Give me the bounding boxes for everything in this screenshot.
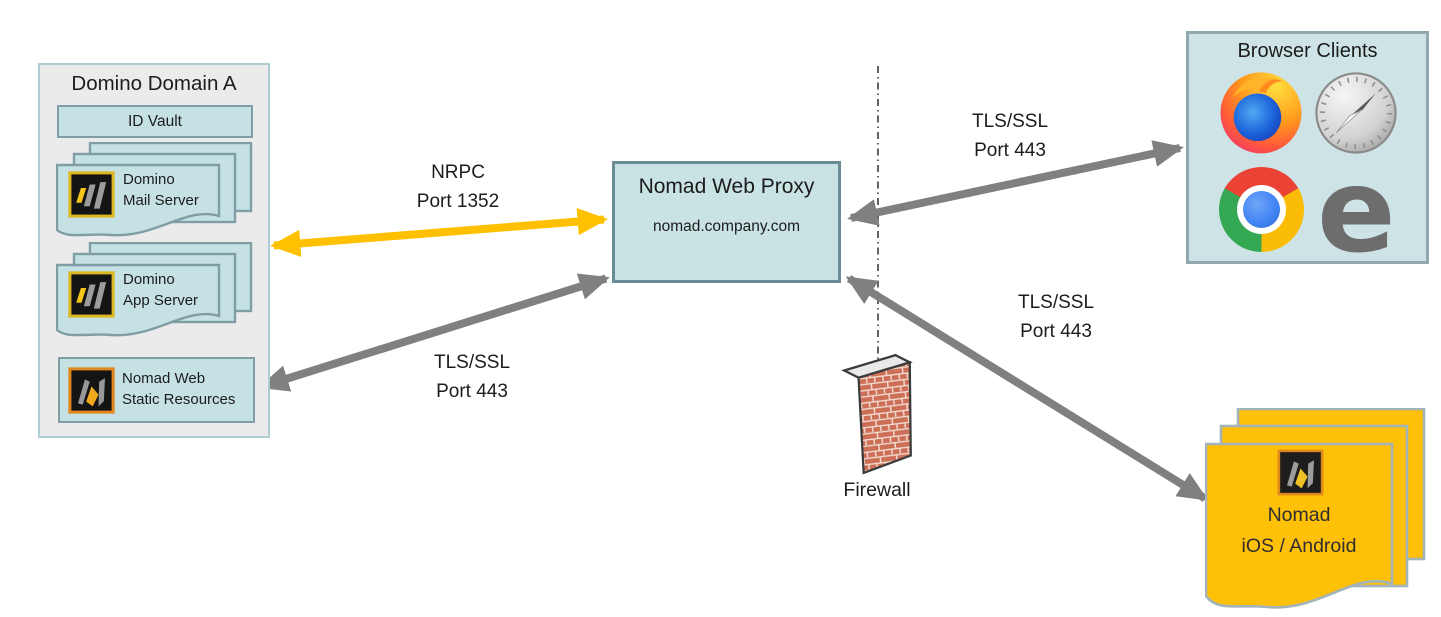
nrpc-label: NRPC Port 1352 xyxy=(383,158,533,216)
tls-static-port: Port 443 xyxy=(436,381,508,402)
nomad-icon xyxy=(68,367,115,414)
tls-mobile-protocol: TLS/SSL xyxy=(1017,292,1095,313)
mail-server-line1: Domino xyxy=(123,171,175,188)
app-server-line2: App Server xyxy=(123,292,199,309)
domino-domain-title: Domino Domain A xyxy=(71,72,237,95)
safari-icon xyxy=(1315,72,1397,154)
nrpc-port: Port 1352 xyxy=(416,191,500,212)
firefox-icon xyxy=(1220,72,1302,154)
tls-mobile-label: TLS/SSL Port 443 xyxy=(981,288,1131,346)
browser-clients-box: Browser Clients xyxy=(1186,31,1429,264)
nomad-mobile-stack: Nomad iOS / Android xyxy=(1204,407,1430,617)
domino-mail-server-stack: Domino Mail Server xyxy=(55,141,256,244)
domino-domain-box: Domino Domain A ID Vault Domino Mail Ser… xyxy=(38,63,270,438)
static-resources-line1: Nomad Web xyxy=(122,370,206,387)
app-server-line1: Domino xyxy=(123,271,175,288)
static-resources-label: Nomad Web Static Resources xyxy=(122,368,235,410)
tls-static-label: TLS/SSL Port 443 xyxy=(397,348,547,406)
tls-static-protocol: TLS/SSL xyxy=(433,352,511,373)
tls-mobile-arrow xyxy=(845,275,1209,502)
tls-browser-arrow xyxy=(847,140,1184,226)
tls-static-arrow xyxy=(258,273,610,392)
proxy-title: Nomad Web Proxy xyxy=(638,175,815,198)
tls-browser-protocol: TLS/SSL xyxy=(971,111,1049,132)
firewall-icon xyxy=(836,349,920,477)
nomad-mobile-line2: iOS / Android xyxy=(1241,535,1357,557)
domino-icon xyxy=(68,271,115,318)
browser-clients-title: Browser Clients xyxy=(1237,40,1378,62)
domino-icon xyxy=(68,171,115,218)
tls-browser-port: Port 443 xyxy=(974,140,1046,161)
tls-browser-label: TLS/SSL Port 443 xyxy=(935,107,1085,165)
firewall-label: Firewall xyxy=(843,479,911,501)
nomad-icon xyxy=(1277,449,1324,496)
edge-icon: e xyxy=(1317,172,1396,256)
nrpc-protocol: NRPC xyxy=(431,162,485,183)
static-resources-line2: Static Resources xyxy=(122,391,236,408)
nomad-mobile-line1: Nomad xyxy=(1267,504,1331,526)
proxy-hostname: nomad.company.com xyxy=(652,218,801,235)
id-vault-label: ID Vault xyxy=(128,112,182,130)
nomad-static-resources-box: Nomad Web Static Resources xyxy=(58,357,255,423)
mobile-pages xyxy=(1204,407,1426,609)
nomad-mobile-label: Nomad iOS / Android xyxy=(1205,500,1393,562)
nomad-web-proxy-box: Nomad Web Proxy nomad.company.com xyxy=(612,161,841,283)
chrome-icon xyxy=(1219,167,1304,252)
app-server-label: Domino App Server xyxy=(123,269,198,311)
firewall-wall xyxy=(841,353,913,475)
tls-mobile-port: Port 443 xyxy=(1020,321,1092,342)
id-vault-box: ID Vault xyxy=(57,105,253,138)
domino-app-server-stack: Domino App Server xyxy=(55,241,256,344)
mail-server-line2: Mail Server xyxy=(123,192,199,209)
mail-server-label: Domino Mail Server xyxy=(123,169,199,211)
nrpc-arrow xyxy=(270,208,608,257)
